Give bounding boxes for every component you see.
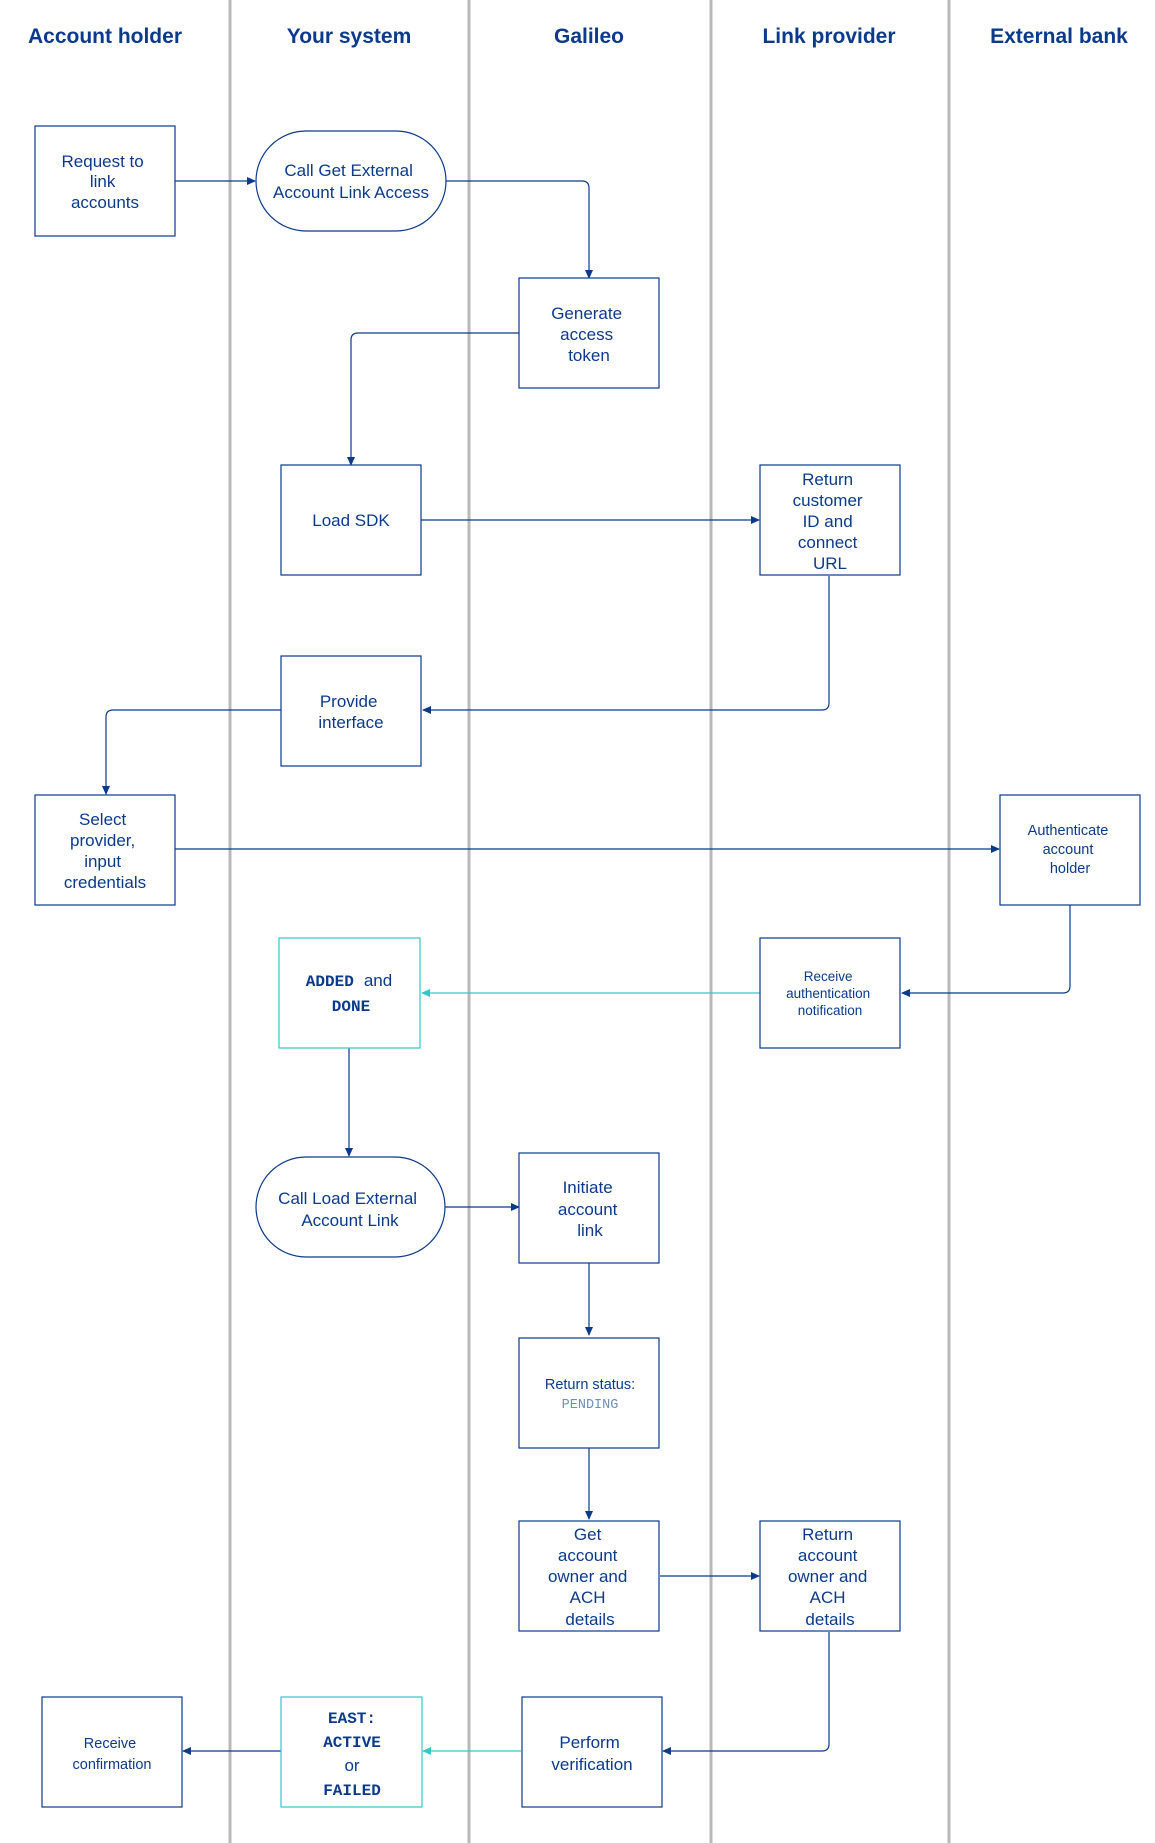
provide-interface-node: Provide interface <box>280 655 422 767</box>
request-link-node: Request to link accounts <box>34 125 176 237</box>
lane-title-external-bank: External bank <box>990 25 1128 48</box>
receive-confirmation-node: Receive confirmation <box>41 1696 183 1808</box>
node-label: Receive authentication notification <box>786 969 874 1018</box>
node-label: Return status: <box>545 1377 635 1393</box>
generate-token-node: Generate access token <box>518 277 660 389</box>
return-customer-node: Return customer ID and connect URL <box>759 464 901 576</box>
perform-verification-node: Perform verification <box>521 1696 663 1808</box>
node-label: Return account owner and ACH details <box>788 1525 872 1629</box>
status-code-active: ACTIVE <box>323 1734 381 1752</box>
lane-title-your-system: Your system <box>287 25 412 48</box>
load-sdk-node: Load SDK <box>280 464 422 576</box>
call-get-access-node: Call Get External Account Link Access <box>255 130 447 232</box>
node-label: Get account owner and ACH details <box>548 1525 632 1629</box>
node-label: Return customer ID and connect URL <box>793 470 868 573</box>
edge-return-owner-to-verification <box>662 1632 830 1755</box>
node-label: Select provider, input credentials <box>64 810 146 892</box>
node-label: Call Get External Account Link Access <box>273 161 429 202</box>
return-status-node: Return status: PENDING <box>518 1337 660 1449</box>
node-label: Generate access token <box>551 304 627 365</box>
edge-authenticate-to-receive-auth <box>901 905 1071 997</box>
node-label: Load SDK <box>312 511 390 530</box>
node-label: Call Load External Account Link <box>278 1189 422 1230</box>
node-label: Authenticate account holder <box>1028 823 1113 877</box>
status-code-failed: FAILED <box>323 1782 381 1800</box>
authenticate-node: Authenticate account holder <box>999 794 1141 906</box>
call-load-link-node: Call Load External Account Link <box>255 1156 446 1258</box>
select-provider-node: Select provider, input credentials <box>34 794 176 906</box>
node-label: Request to link accounts <box>62 152 149 212</box>
receive-auth-node: Receive authentication notification <box>759 937 901 1049</box>
lane-title-galileo: Galileo <box>554 25 624 48</box>
node-label: Receive confirmation <box>73 1736 152 1773</box>
initiate-link-node: Initiate account link <box>518 1152 660 1264</box>
edge-interface-to-select-provider <box>102 709 281 795</box>
node-label: Provide interface <box>318 692 383 732</box>
edge-token-to-load-sdk <box>347 332 519 466</box>
lane-title-link-provider: Link provider <box>762 25 895 48</box>
east-status-node: EAST: ACTIVE or FAILED <box>280 1696 423 1808</box>
node-code: DONE <box>332 998 370 1016</box>
node-label: Initiate account link <box>558 1178 622 1240</box>
return-owner-node: Return account owner and ACH details <box>759 1520 901 1632</box>
get-owner-node: Get account owner and ACH details <box>518 1520 660 1632</box>
lane-title-account-holder: Account holder <box>28 25 182 48</box>
status-code-pending: PENDING <box>562 1398 619 1413</box>
node-label: Perform verification <box>551 1733 632 1774</box>
edge-return-customer-to-interface <box>422 576 830 714</box>
status-code-east: EAST: <box>328 1710 376 1728</box>
node-label: or <box>344 1756 359 1775</box>
edge-call-access-to-token <box>446 180 593 279</box>
